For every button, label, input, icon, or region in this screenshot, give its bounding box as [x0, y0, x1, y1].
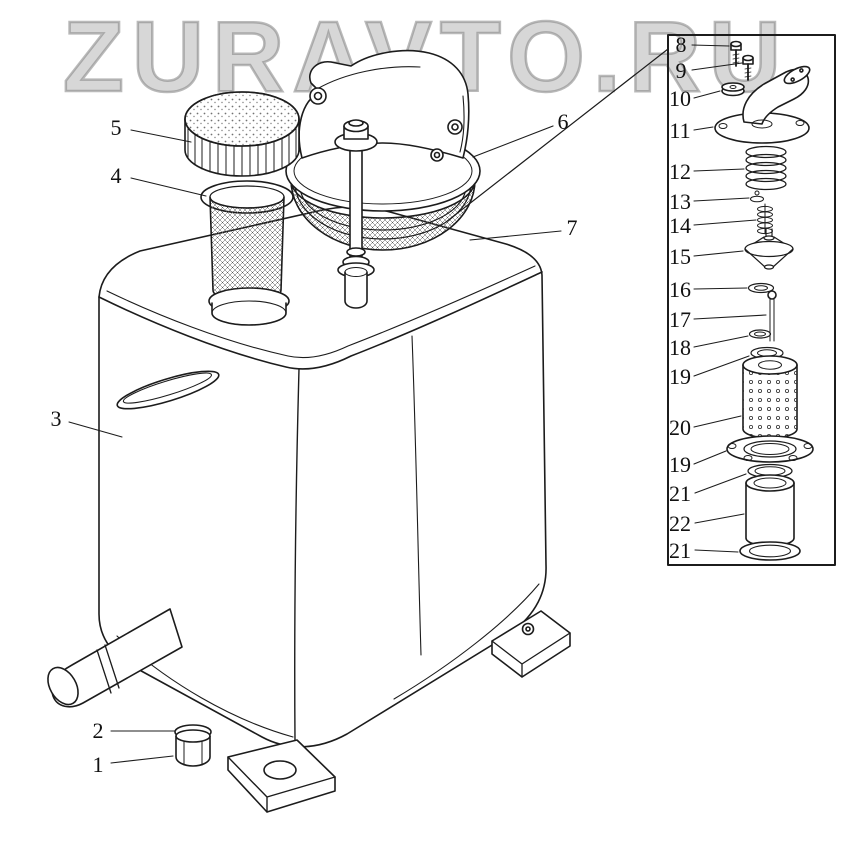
flange-19-lower [726, 435, 814, 463]
detail-reference-line [445, 48, 669, 223]
elbow-cover-11 [714, 65, 811, 144]
filter-element-20 [742, 355, 798, 439]
cover-bolt [430, 148, 444, 162]
pin-13 [750, 190, 764, 203]
housing-22 [745, 474, 795, 547]
breather-dome [298, 49, 470, 159]
rod-17 [767, 290, 777, 342]
cover-bolt [447, 119, 463, 135]
valve-spring-14 [757, 203, 773, 235]
tank-body [98, 206, 547, 748]
leader-lines [68, 44, 767, 764]
drain-plug [174, 724, 212, 767]
valve-15 [744, 228, 794, 270]
front-mounting-foot [227, 739, 336, 813]
detail-panel-frame [667, 34, 836, 566]
filler-cap [184, 91, 300, 177]
washer-16 [747, 282, 775, 294]
outlet-pipe [47, 608, 183, 708]
bolt-8 [730, 40, 742, 67]
filter-neck [200, 180, 294, 326]
detail-panel [667, 34, 836, 566]
foot-bolt-hole [263, 760, 297, 780]
gasket-10 [721, 82, 745, 97]
tank-top-rim [98, 271, 543, 370]
handle-slot [116, 370, 220, 410]
right-mounting-foot [491, 610, 571, 678]
spring-12 [745, 145, 787, 191]
seal-ring-18 [748, 329, 772, 339]
cover-bolt [309, 87, 327, 105]
center-rod [334, 119, 378, 309]
cover-assembly [285, 49, 481, 212]
bolt-9 [742, 54, 754, 81]
gasket-21-lower [739, 541, 801, 561]
